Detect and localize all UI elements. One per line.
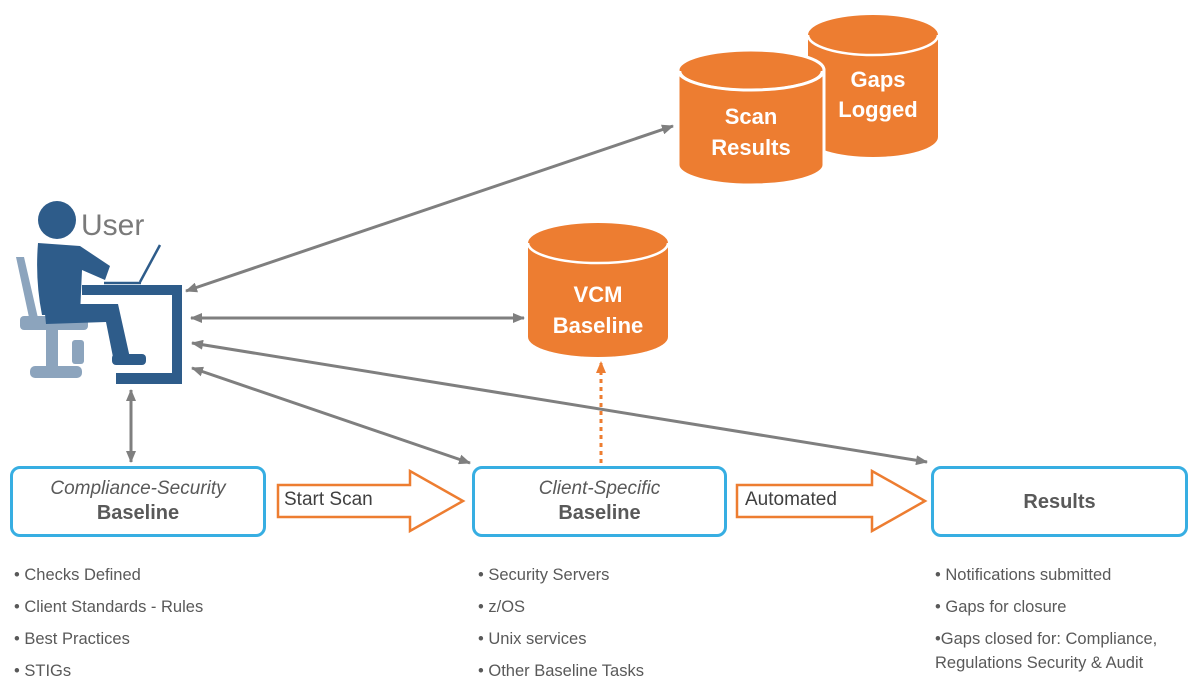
gaps-logged-line1: Gaps [850, 67, 905, 92]
compliance-box-subtitle: Compliance-Security [50, 478, 226, 499]
gaps-logged-line2: Logged [838, 97, 917, 122]
list-item: • Best Practices [14, 630, 130, 648]
scan-results-line1: Scan [725, 104, 778, 129]
list-item: • Client Standards - Rules [14, 598, 204, 616]
connector-user-results [191, 339, 928, 466]
compliance-checks-list: • Checks Defined • Client Standards - Ru… [14, 565, 203, 693]
vcm-baseline-line2: Baseline [553, 313, 644, 338]
user-label: User [81, 209, 145, 242]
connector-user-scan-results [185, 124, 674, 293]
list-item: Regulations Security & Audit [935, 654, 1144, 672]
vcm-baseline-database: VCM Baseline [526, 223, 670, 357]
automated-arrow [735, 468, 928, 534]
automated-label: Automated [745, 489, 837, 510]
vcm-baseline-line1: VCM [574, 282, 623, 307]
list-item: • Gaps for closure [935, 598, 1067, 616]
client-specific-baseline-box: Client-Specific Baseline [472, 466, 727, 537]
list-item: •Gaps closed for: Compliance, [935, 630, 1158, 648]
client-tasks-list: • Security Servers • z/OS • Unix service… [478, 565, 644, 693]
list-item: • Unix services [478, 630, 587, 648]
connectors [126, 124, 928, 466]
list-item: • Other Baseline Tasks [478, 662, 644, 680]
results-box: Results [931, 466, 1188, 537]
gaps-logged-database: Gaps Logged [806, 15, 940, 157]
scan-results-line2: Results [711, 135, 790, 160]
list-item: • STIGs [14, 662, 72, 680]
compliance-security-baseline-box: Compliance-Security Baseline [10, 466, 266, 537]
list-item: • Checks Defined [14, 566, 141, 584]
results-box-title: Results [1023, 490, 1096, 513]
scan-results-database: Scan Results [676, 48, 826, 187]
start-scan-label: Start Scan [284, 489, 373, 510]
list-item: • Notifications submitted [935, 566, 1112, 584]
user-icon [16, 201, 182, 384]
client-box-title: Baseline [558, 502, 641, 524]
start-scan-arrow [276, 468, 466, 534]
compliance-box-title: Baseline [96, 502, 180, 524]
results-list: • Notifications submitted • Gaps for clo… [935, 565, 1157, 685]
client-box-subtitle: Client-Specific [538, 478, 661, 499]
list-item: • Security Servers [478, 566, 610, 584]
connector-user-client-baseline [191, 366, 471, 465]
list-item: • z/OS [478, 598, 526, 616]
